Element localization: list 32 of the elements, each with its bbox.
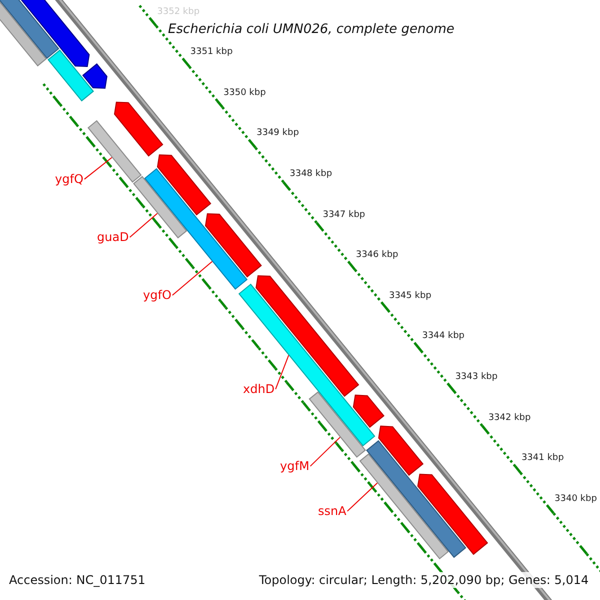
scale-label: 3349 kbp: [256, 128, 299, 140]
gene-name: ygfM: [280, 459, 310, 474]
leader-line: [275, 354, 290, 390]
scale-label: 3343 kbp: [455, 372, 498, 383]
leader-line: [310, 436, 340, 467]
gene-name: ssnA: [318, 504, 346, 518]
scale-label: 3351 kbp: [190, 47, 233, 58]
gene-name: ygfO: [143, 288, 172, 302]
scale-label: 3344 kbp: [422, 331, 464, 342]
leader-line: [129, 212, 158, 238]
scale-label: 3346 kbp: [356, 250, 398, 261]
title: Escherichia coli UMN026, complete genome: [168, 22, 454, 38]
gene-name: guaD: [97, 230, 129, 244]
gene-segment: [308, 391, 366, 458]
gene-segment: [133, 176, 188, 238]
leader-line: [84, 157, 112, 180]
gene-segment: [417, 474, 488, 555]
gene-segment: [88, 120, 142, 183]
scale-label: 3345 kbp: [388, 290, 432, 302]
scale-label: 3341 kbp: [521, 453, 564, 464]
scale-label: 3342 kbp: [488, 412, 531, 424]
gene-segment: [144, 168, 248, 290]
scale-label: 3347 kbp: [322, 210, 366, 220]
gene-name: xdhD: [243, 382, 275, 396]
leader-line: [346, 482, 378, 512]
leader-line: [172, 261, 213, 296]
scale-label: 3348 kbp: [290, 168, 332, 180]
gene-segment: [238, 284, 376, 446]
scale-label: 3350 kbp: [223, 88, 266, 99]
gene-name: ygfQ: [55, 172, 84, 186]
scale-label: 3340 kbp: [554, 494, 597, 505]
gene-segment: [359, 453, 449, 560]
